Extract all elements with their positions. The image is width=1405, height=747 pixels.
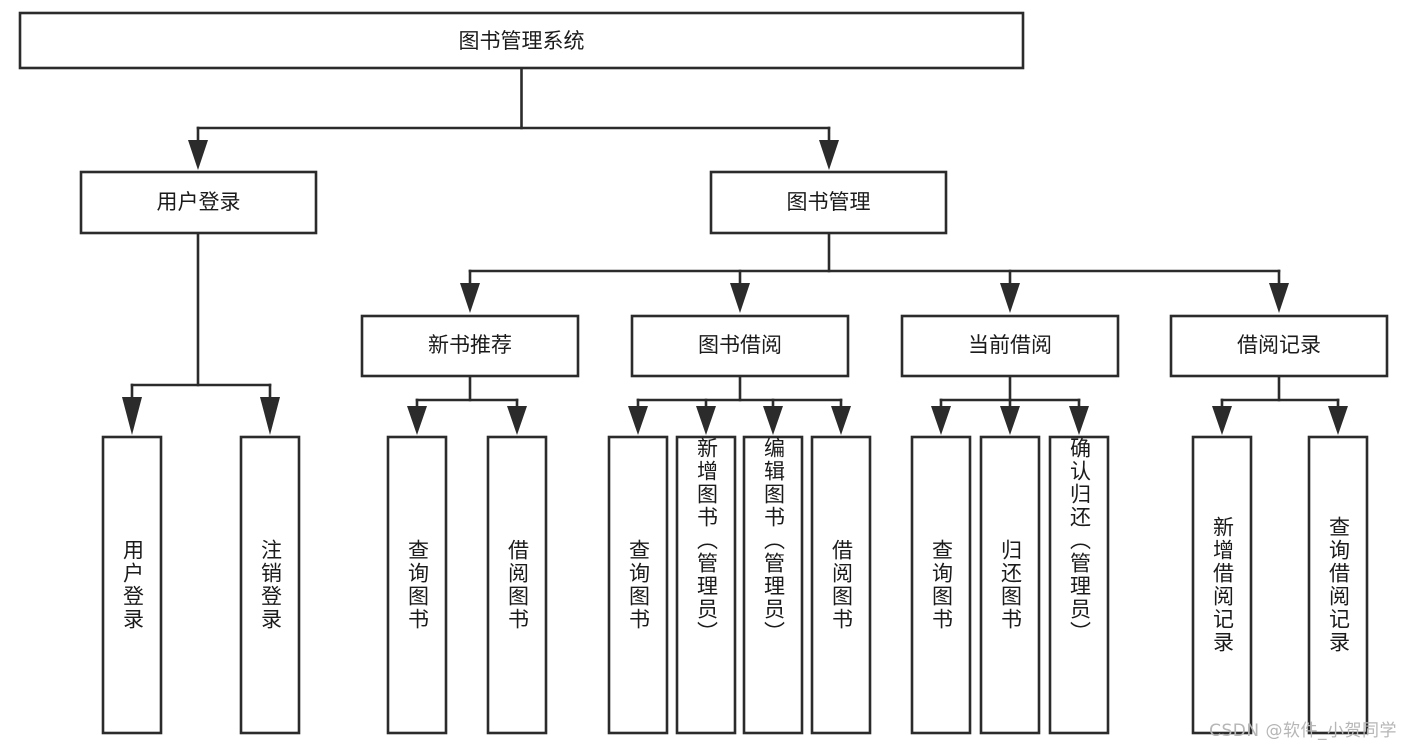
leaf-box-borrowrecord-query[interactable]: [1307, 435, 1369, 735]
csdn-watermark: CSDN @软件_小贺同学: [1209, 721, 1397, 741]
leaf-box-bookborrow-query[interactable]: [607, 435, 669, 735]
leaf-box-borrowrecord-add[interactable]: [1191, 435, 1253, 735]
leaf-box-bookborrow-add[interactable]: [675, 435, 737, 735]
connector-userlogin-to-leaves: [122, 231, 280, 435]
connector-borrowrecord-to-leaves: [1212, 374, 1348, 435]
leaf-box-user-login-logout[interactable]: [239, 435, 301, 735]
leaf-box-user-login-login[interactable]: [101, 435, 163, 735]
node-current-borrow[interactable]: 当前借阅: [900, 314, 1120, 378]
connector-bookmgmt-to-level3: [460, 231, 1289, 313]
node-book-management[interactable]: 图书管理: [709, 170, 948, 235]
node-book-borrow[interactable]: 图书借阅: [630, 314, 850, 378]
leaf-box-currentborrow-query[interactable]: [910, 435, 972, 735]
leaf-box-currentborrow-confirm[interactable]: [1048, 435, 1110, 735]
leaf-box-bookborrow-borrow[interactable]: [810, 435, 872, 735]
connector-bookborrow-to-leaves: [628, 374, 851, 435]
leaf-box-newbook-query[interactable]: [386, 435, 448, 735]
node-new-book-recommend-label: 新书推荐: [428, 333, 512, 357]
node-root-label: 图书管理系统: [459, 29, 585, 53]
node-user-login-label: 用户登录: [157, 190, 241, 214]
connector-root-to-level2: [188, 66, 839, 170]
connector-newbook-to-leaves: [407, 374, 527, 435]
node-book-management-label: 图书管理: [787, 190, 871, 214]
node-root[interactable]: 图书管理系统: [18, 11, 1025, 70]
leaf-box-bookborrow-edit[interactable]: [742, 435, 804, 735]
leaf-box-newbook-borrow[interactable]: [486, 435, 548, 735]
node-new-book-recommend[interactable]: 新书推荐: [360, 314, 580, 378]
node-user-login[interactable]: 用户登录: [79, 170, 318, 235]
leaf-box-currentborrow-return[interactable]: [979, 435, 1041, 735]
connector-currentborrow-to-leaves: [931, 374, 1089, 435]
node-current-borrow-label: 当前借阅: [968, 333, 1052, 357]
node-borrow-record-label: 借阅记录: [1237, 333, 1321, 357]
node-book-borrow-label: 图书借阅: [698, 333, 782, 357]
node-borrow-record[interactable]: 借阅记录: [1169, 314, 1389, 378]
